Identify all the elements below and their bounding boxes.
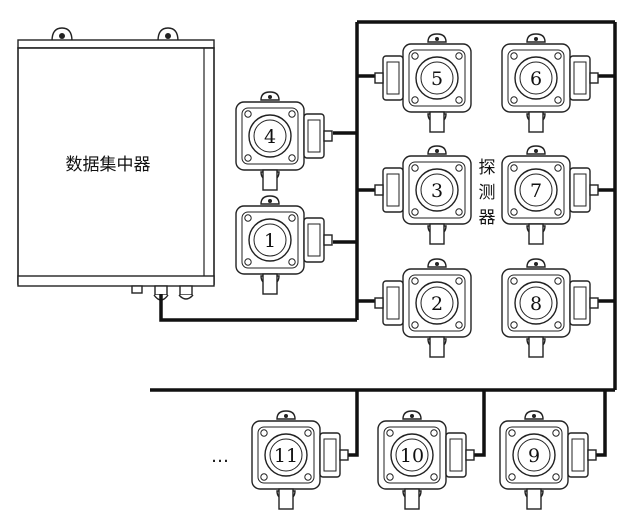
detector-10: 10 <box>377 410 475 510</box>
detector-4-number: 4 <box>264 126 276 148</box>
data-concentrator-label: 数据集中器 <box>66 155 151 175</box>
detector-group-label: 探 测 器 <box>479 158 496 228</box>
detector-7-number: 7 <box>530 180 542 202</box>
detector-2-number: 2 <box>431 293 443 315</box>
detector-7: 7 <box>501 145 599 245</box>
detector-1-number: 1 <box>264 230 276 252</box>
detector-group-label-char-2: 测 <box>479 183 496 203</box>
detector-5: 5 <box>374 33 472 133</box>
detector-1: 1 <box>235 195 333 295</box>
detector-8-number: 8 <box>530 293 542 315</box>
detector-group-label-char-1: 探 <box>479 158 496 178</box>
detector-4: 4 <box>235 91 333 191</box>
detector-2: 2 <box>374 258 472 358</box>
detector-5-number: 5 <box>431 68 443 90</box>
detector-9: 9 <box>499 410 597 510</box>
detector-3-number: 3 <box>431 180 443 202</box>
detector-6: 6 <box>501 33 599 133</box>
detector-10-number: 10 <box>400 445 424 467</box>
detector-6-number: 6 <box>530 68 542 90</box>
detector-11: 11 <box>251 410 349 510</box>
data-concentrator: 数据集中器 <box>17 27 215 301</box>
detectors: 1 2 3 4 5 6 7 8 9 10 11 <box>235 33 599 510</box>
detector-8: 8 <box>501 258 599 358</box>
detector-group-label-char-3: 器 <box>479 208 496 228</box>
detector-3: 3 <box>374 145 472 245</box>
detector-11-number: 11 <box>274 445 298 467</box>
more-detectors-ellipsis: … <box>211 446 232 467</box>
detector-9-number: 9 <box>528 445 540 467</box>
